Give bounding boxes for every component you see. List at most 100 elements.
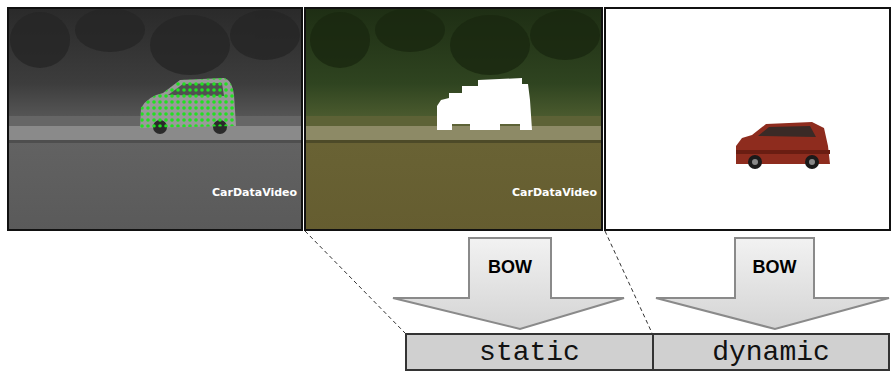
feature-dot bbox=[230, 124, 234, 128]
feature-dot bbox=[182, 106, 186, 110]
feature-dot bbox=[206, 88, 210, 92]
feature-dot bbox=[164, 112, 168, 116]
feature-dot bbox=[146, 100, 150, 104]
feature-dot bbox=[212, 118, 216, 122]
feature-dot bbox=[230, 112, 234, 116]
feature-dot bbox=[176, 124, 180, 128]
arrow-outline bbox=[656, 238, 889, 329]
feature-dot bbox=[218, 118, 222, 122]
arrow-outline bbox=[655, 237, 890, 330]
feature-dot bbox=[182, 124, 186, 128]
feature-dot bbox=[200, 76, 204, 80]
feature-dot bbox=[218, 100, 222, 104]
feature-dot bbox=[158, 82, 162, 86]
feature-dot bbox=[140, 88, 144, 92]
feature-dot bbox=[170, 88, 174, 92]
feature-dot bbox=[182, 94, 186, 98]
feature-dot bbox=[152, 118, 156, 122]
feature-dot bbox=[230, 106, 234, 110]
feature-dot bbox=[140, 124, 144, 128]
feature-dot bbox=[224, 118, 228, 122]
feature-dot bbox=[212, 106, 216, 110]
feature-dot bbox=[182, 88, 186, 92]
feature-dot bbox=[164, 76, 168, 80]
feature-dot bbox=[194, 118, 198, 122]
feature-dot bbox=[170, 76, 174, 80]
feature-dot bbox=[212, 76, 216, 80]
feature-dot bbox=[200, 112, 204, 116]
feature-dot bbox=[230, 88, 234, 92]
feature-dot bbox=[218, 82, 222, 86]
feature-dot bbox=[206, 82, 210, 86]
feature-dot bbox=[212, 82, 216, 86]
feature-dot bbox=[188, 76, 192, 80]
feature-dot bbox=[182, 118, 186, 122]
feature-dot bbox=[152, 94, 156, 98]
feature-dot bbox=[170, 82, 174, 86]
feature-dot bbox=[158, 88, 162, 92]
feature-dot bbox=[158, 94, 162, 98]
feature-dot bbox=[188, 112, 192, 116]
feature-dot bbox=[152, 124, 156, 128]
feature-dot bbox=[212, 88, 216, 92]
feature-dot bbox=[158, 124, 162, 128]
feature-dot bbox=[158, 106, 162, 110]
extracted-frame bbox=[605, 8, 890, 230]
feature-dot bbox=[176, 88, 180, 92]
feature-dot bbox=[146, 118, 150, 122]
feature-dot bbox=[164, 94, 168, 98]
cell-label: static bbox=[479, 337, 580, 368]
feature-dot bbox=[200, 100, 204, 104]
arrow-label: BOW bbox=[735, 257, 814, 278]
watermark: CarDataVideo bbox=[212, 186, 297, 199]
feature-dot bbox=[188, 100, 192, 104]
feature-dot bbox=[188, 82, 192, 86]
feature-dot bbox=[188, 106, 192, 110]
feature-dot bbox=[170, 124, 174, 128]
feature-dot bbox=[218, 94, 222, 98]
feature-dot bbox=[200, 82, 204, 86]
feature-dot bbox=[182, 76, 186, 80]
feature-cell: dynamic bbox=[652, 333, 890, 371]
feature-dot bbox=[146, 94, 150, 98]
masked-frame bbox=[305, 8, 602, 230]
feature-dot bbox=[140, 76, 144, 80]
guide-line bbox=[305, 231, 405, 333]
bow-arrow: BOW bbox=[392, 237, 625, 330]
feature-dot bbox=[182, 100, 186, 104]
feature-dot bbox=[224, 76, 228, 80]
feature-dot bbox=[218, 76, 222, 80]
feature-dot bbox=[206, 112, 210, 116]
feature-dot bbox=[182, 82, 186, 86]
feature-dot bbox=[230, 100, 234, 104]
feature-dot bbox=[194, 106, 198, 110]
feature-dot bbox=[194, 82, 198, 86]
feature-dot bbox=[206, 106, 210, 110]
feature-dot bbox=[140, 106, 144, 110]
feature-dot bbox=[230, 94, 234, 98]
feature-dot bbox=[224, 124, 228, 128]
feature-dot bbox=[140, 100, 144, 104]
feature-dot bbox=[176, 94, 180, 98]
feature-dot bbox=[200, 88, 204, 92]
feature-dot bbox=[146, 88, 150, 92]
feature-dot bbox=[146, 76, 150, 80]
feature-dot bbox=[152, 88, 156, 92]
feature-dot bbox=[188, 94, 192, 98]
feature-dot bbox=[212, 100, 216, 104]
feature-dot bbox=[206, 124, 210, 128]
feature-dot bbox=[194, 112, 198, 116]
feature-dot bbox=[200, 106, 204, 110]
watermark: CarDataVideo bbox=[512, 186, 597, 199]
feature-dot bbox=[146, 106, 150, 110]
feature-dot bbox=[230, 76, 234, 80]
feature-dot bbox=[194, 100, 198, 104]
feature-dot bbox=[194, 124, 198, 128]
feature-dot bbox=[170, 118, 174, 122]
feature-dot bbox=[188, 88, 192, 92]
feature-dot bbox=[200, 118, 204, 122]
feature-dot bbox=[206, 100, 210, 104]
feature-cell: static bbox=[405, 333, 654, 371]
feature-dot bbox=[164, 100, 168, 104]
